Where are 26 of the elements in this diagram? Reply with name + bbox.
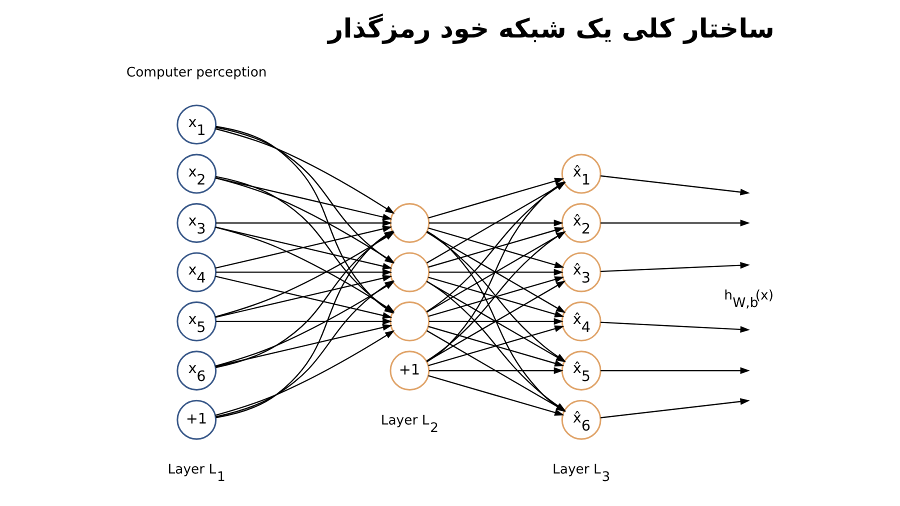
arrow: [428, 268, 563, 276]
arrow: [214, 330, 394, 416]
arrow: [600, 220, 750, 226]
arrow: [600, 322, 750, 333]
arrow: [216, 268, 392, 276]
arrow: [428, 375, 564, 416]
arrow: [214, 177, 392, 220]
arrow: [214, 324, 392, 368]
arrow: [600, 398, 750, 418]
node-circle: [389, 252, 430, 292]
arrow: [600, 262, 750, 272]
node-circle: [389, 203, 430, 243]
arrow: [428, 178, 564, 218]
arrow: [600, 175, 750, 196]
diagram-title: ساختار کلی یک شبکه خود رمزگذار: [328, 14, 774, 45]
node-circle: [389, 301, 430, 342]
arrow: [216, 220, 392, 226]
arrow: [216, 318, 392, 325]
arrow: [214, 128, 394, 214]
node-circle: +1: [176, 400, 216, 440]
arrow: [600, 367, 750, 374]
arrow: [428, 367, 563, 374]
arrow: [428, 220, 563, 226]
arrow: [428, 318, 563, 325]
node-circle: +1: [389, 350, 430, 391]
label: Computer perception: [126, 65, 266, 80]
